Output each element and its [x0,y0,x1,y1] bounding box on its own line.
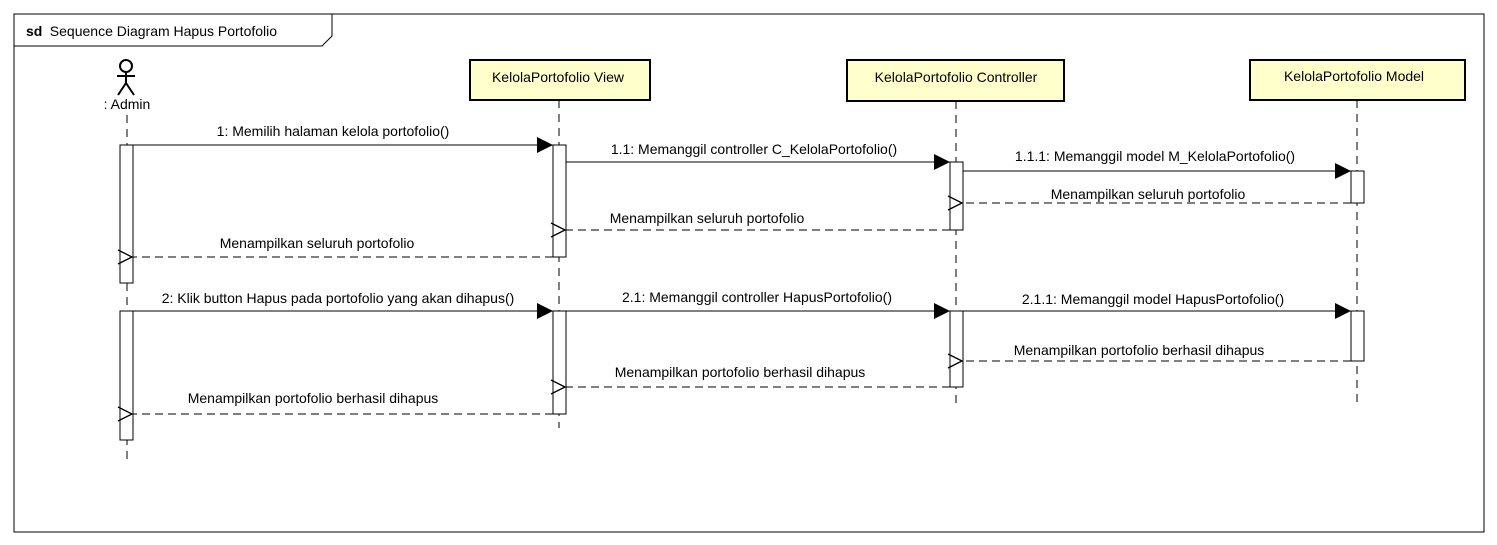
activation-admin-2 [119,310,134,441]
message-label-1: 1: Memilih halaman kelola portofolio() [217,123,450,139]
message-label-1-1-1: 1.1.1: Memanggil model M_KelolaPortofoli… [1015,148,1295,164]
lifeline-box-view [469,59,651,101]
activation-view-2 [552,310,567,415]
return-label-controller-view-2: Menampilkan portofolio berhasil dihapus [615,364,866,380]
frame-keyword: sd [26,23,42,39]
return-label-view-admin-1: Menampilkan seluruh portofolio [220,235,415,251]
return-label-view-admin-2: Menampilkan portofolio berhasil dihapus [188,390,439,406]
return-label-model-controller-1: Menampilkan seluruh portofolio [1051,186,1246,202]
lifeline-label-controller: KelolaPortofolio Controller [875,69,1038,85]
lifeline-label-view: KelolaPortofolio View [492,69,625,85]
return-label-controller-view-1: Menampilkan seluruh portofolio [610,210,805,226]
lifeline-label-model: KelolaPortofolio Model [1284,68,1424,84]
activation-model-2 [1350,310,1365,362]
actor-label: : Admin [104,96,151,112]
return-label-model-controller-2: Menampilkan portofolio berhasil dihapus [1014,342,1265,358]
activation-controller-1 [949,161,964,231]
activation-model-1 [1350,170,1365,204]
diagram-frame [13,13,1485,533]
message-label-2: 2: Klik button Hapus pada portofolio yan… [162,290,515,306]
activation-controller-2 [949,310,964,388]
message-label-2-1-1: 2.1.1: Memanggil model HapusPortofolio() [1022,291,1284,307]
frame-name: Sequence Diagram Hapus Portofolio [50,23,277,39]
message-label-2-1: 2.1: Memanggil controller HapusPortofoli… [622,289,892,305]
admin-actor-icon [117,59,135,96]
frame-title-tab [14,14,333,47]
activation-view-1 [552,144,567,258]
frame-title: sd Sequence Diagram Hapus Portofolio [26,23,277,40]
lifeline-box-controller [846,59,1065,102]
lifeline-box-model [1249,59,1466,101]
activation-admin-1 [119,144,134,284]
message-label-1-1: 1.1: Memanggil controller C_KelolaPortof… [611,141,897,157]
